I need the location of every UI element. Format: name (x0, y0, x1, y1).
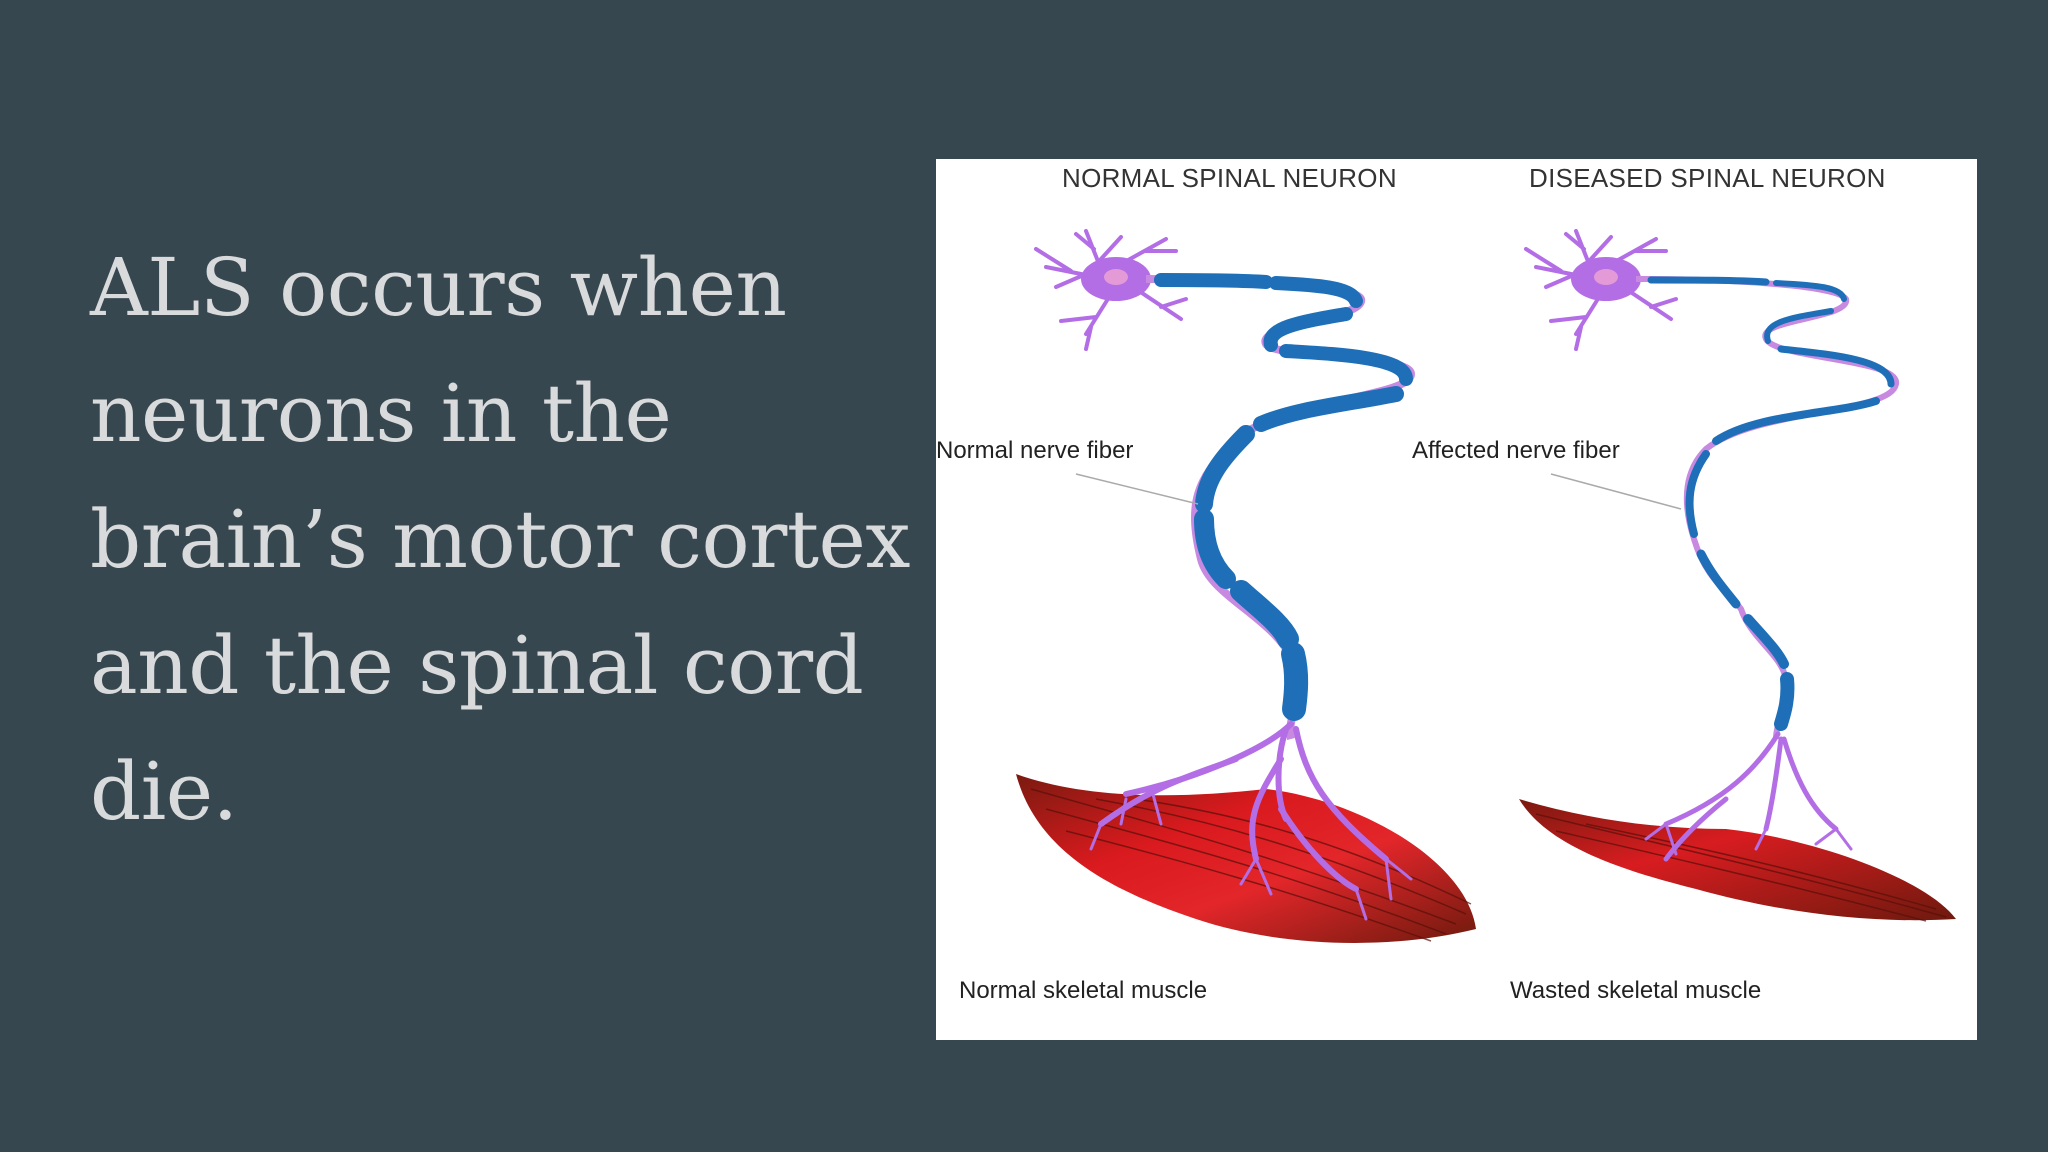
diseased-neuron (1519, 229, 1956, 922)
neuron-diagram: NORMAL SPINAL NEURON DISEASED SPINAL NEU… (936, 159, 1977, 1040)
affected-fiber-label: Affected nerve fiber (1412, 437, 1620, 464)
normal-neuron (1016, 229, 1476, 943)
diseased-neuron-title: DISEASED SPINAL NEURON (1529, 163, 1886, 193)
slide-body-text: ALS occurs when neurons in the brain’s m… (90, 241, 911, 838)
normal-muscle (1016, 774, 1476, 943)
normal-neuron-title: NORMAL SPINAL NEURON (1062, 163, 1397, 193)
normal-muscle-label: Normal skeletal muscle (959, 977, 1208, 1004)
neuron-illustration (1016, 229, 1956, 943)
normal-fiber-label: Normal nerve fiber (936, 437, 1134, 464)
wasted-muscle-label: Wasted skeletal muscle (1510, 977, 1762, 1004)
